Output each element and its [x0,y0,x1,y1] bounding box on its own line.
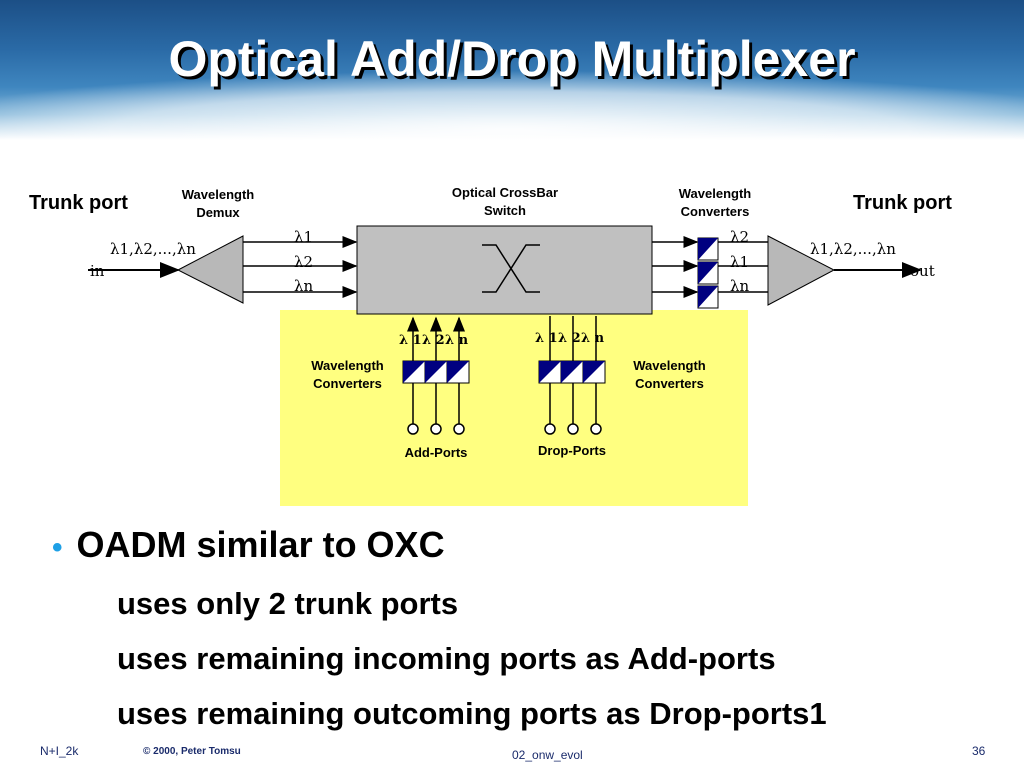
converter-output-label-2: λ1 [730,253,750,271]
drop-port-circle-n [590,423,602,435]
demux-output-label-2: λ2 [294,253,314,271]
output-lambdas-label: λ1,λ2,...,λn [810,240,896,258]
footer-center: 02_onw_evol [512,748,583,762]
converters-drop-label-line-2: Converters [635,376,704,391]
converters-vertical [697,237,719,309]
converters-add [402,360,470,384]
footer-left: N+I_2k [40,744,79,758]
demux-label: Wavelength Demux [160,186,276,222]
slide-title: Optical Add/Drop Multiplexer [168,31,856,87]
bullet-sub-1: uses only 2 trunk ports [117,586,459,621]
drop-port-circle-2 [567,423,579,435]
trunk-port-right-label: Trunk port [853,192,952,214]
drop-port-circle-1 [544,423,556,435]
in-label: in [90,262,105,280]
add-port-circle-2 [430,423,442,435]
crossbar-label-line-1: Optical CrossBar [451,185,559,200]
demux-output-label-1: λ1 [294,228,314,246]
converters-add-label-line-2: Converters [313,376,382,391]
crossbar-label-line-2: Switch [484,203,526,218]
add-port-circle-n [453,423,465,435]
converter-output-label-1: λ2 [730,228,750,246]
converters-top-label-line-1: Wavelength [678,186,752,201]
crossbar-switch-box [356,225,653,315]
converters-drop [538,360,606,384]
converters-drop-label-line-1: Wavelength [633,358,706,373]
bullet-dot-icon: • [52,531,63,564]
drop-lambda-label-n: λ n [581,331,605,346]
converters-add-label: Wavelength Converters [290,357,405,393]
add-drop-panel [280,310,748,506]
drop-lambda-label-1: λ 1 [535,331,558,346]
converters-top-label: Wavelength Converters [655,185,775,221]
add-ports-label: Add-Ports [404,445,468,460]
input-lambdas-label: λ1,λ2,...,λn [110,240,196,258]
add-lambda-label-2: λ 2 [422,333,445,348]
mux-triangle [767,235,836,306]
demux-label-line-1: Wavelength [181,187,255,202]
converter-output-label-n: λn [730,277,750,295]
bullet-main-text: OADM similar to OXC [76,524,445,565]
demux-output-label-n: λn [294,277,314,295]
add-lambda-label-n: λ n [445,333,469,348]
drop-ports-label: Drop-Ports [538,443,606,458]
bullet-sub-2: uses remaining incoming ports as Add-por… [117,641,776,676]
demux-label-line-2: Demux [196,205,240,220]
crossbar-label: Optical CrossBar Switch [420,184,590,220]
banner-glow [0,70,1024,140]
bullet-sub-3: uses remaining outcoming ports as Drop-p… [117,696,827,731]
add-lambda-label-1: λ 1 [399,333,422,348]
footer-copyright: © 2000, Peter Tomsu [143,746,241,757]
demux-triangle [176,235,244,304]
trunk-port-left-label: Trunk port [29,192,128,214]
out-label: out [910,262,935,280]
footer-page-number: 36 [972,744,986,758]
converters-add-label-line-1: Wavelength [311,358,384,373]
converters-top-label-line-2: Converters [680,204,750,219]
title-banner [0,0,1024,140]
crossbar-x-symbol [482,244,540,293]
add-port-circle-1 [407,423,419,435]
converters-drop-label: Wavelength Converters [612,357,727,393]
drop-lambda-label-2: λ 2 [558,331,581,346]
bullet-main: • OADM similar to OXC [52,524,445,566]
